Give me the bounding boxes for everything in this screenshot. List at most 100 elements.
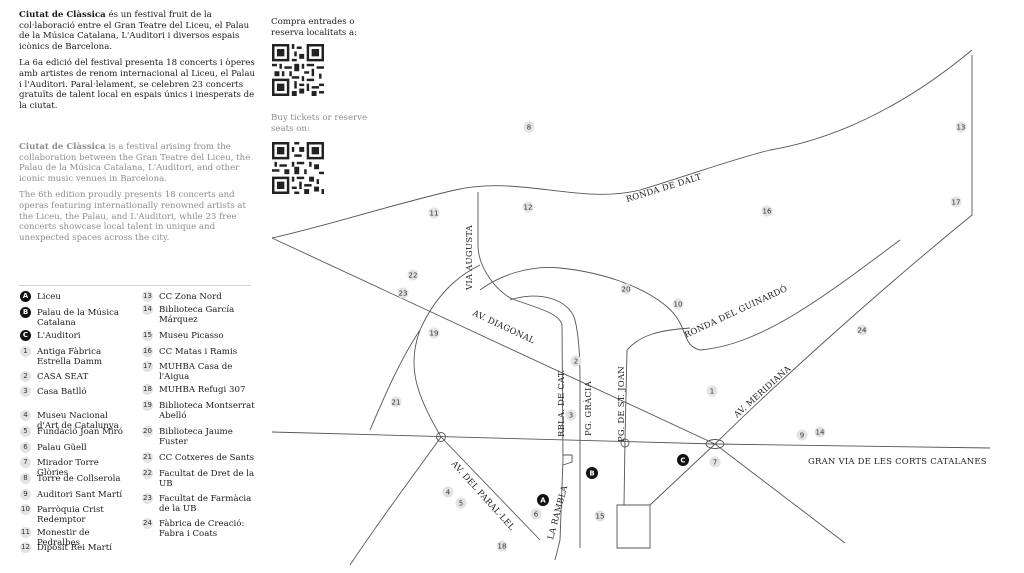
pin-label: 5	[459, 500, 463, 508]
venue-pin[interactable]: 16	[761, 205, 773, 217]
venue-pin[interactable]: 12	[522, 201, 534, 213]
legend-label: Auditori Sant Martí	[37, 490, 123, 500]
venue-pin[interactable]: 5	[455, 497, 467, 509]
pin-circle	[523, 121, 535, 133]
legend-marker: 6	[20, 442, 31, 453]
pin-circle	[586, 467, 598, 479]
festival-title-ca: Ciutat de Clàssica	[19, 10, 106, 20]
pin-label: 12	[524, 204, 533, 212]
pin-circle	[428, 327, 440, 339]
venue-pin[interactable]: 23	[397, 287, 409, 299]
pin-label: 24	[858, 327, 867, 335]
pin-label: C	[680, 457, 685, 465]
road-meridiana	[714, 55, 973, 445]
road-via-augusta	[477, 192, 564, 461]
venue-pin[interactable]: 20	[620, 283, 632, 295]
main-venue-pin[interactable]: A	[537, 494, 549, 506]
legend-label: L'Auditori	[37, 331, 81, 341]
legend-marker: B	[20, 307, 31, 318]
pin-circle	[761, 205, 773, 217]
legend-label: Mirador Torre Glòries	[37, 458, 99, 479]
venue-pin[interactable]: 3	[565, 409, 577, 421]
legend-marker: C	[20, 330, 31, 341]
legend-label: Museu Nacional d'Art de Catalunya	[37, 411, 119, 432]
qr-code-icon[interactable]	[272, 142, 324, 194]
legend-label: Biblioteca García Márquez	[159, 305, 235, 326]
street-label-rbla-cat: RBLA. DE CAT.	[557, 370, 567, 437]
venue-pin[interactable]: 1	[706, 385, 718, 397]
street-labels: RONDA DE DALT VIA AUGUSTA AV. DIAGONAL R…	[448, 172, 986, 540]
venue-pin[interactable]: 10	[672, 298, 684, 310]
road-coast-link	[649, 443, 716, 506]
legend-marker: A	[20, 291, 31, 302]
intro-english: Ciutat de Clàssica is a festival arising…	[19, 142, 259, 249]
venue-pin[interactable]: 21	[390, 396, 402, 408]
pin-circle	[950, 196, 962, 208]
legend-label: Biblioteca Montserrat Abelló	[159, 401, 255, 422]
pin-circle	[672, 298, 684, 310]
festival-title-en: Ciutat de Clàssica	[19, 142, 106, 152]
legend-label: Torre de Collserola	[37, 474, 121, 484]
road-south-west	[349, 436, 442, 566]
road-placa-catalunya	[562, 454, 573, 466]
legend-label: Antiga Fàbrica Estrella Damm	[37, 347, 102, 368]
legend-marker: 14	[142, 304, 153, 315]
venue-pin[interactable]: 19	[428, 327, 440, 339]
street-label-pg-gracia: PG. GRÀCIA	[582, 380, 594, 436]
main-venue-pin[interactable]: C	[677, 454, 689, 466]
pin-circle	[709, 456, 721, 468]
main-venue-pin[interactable]: B	[586, 467, 598, 479]
venue-pin[interactable]: 13	[955, 121, 967, 133]
venue-pin[interactable]: 17	[950, 196, 962, 208]
qr-code-icon[interactable]	[272, 44, 324, 96]
legend-label: Fàbrica de Creació: Fabra i Coats	[159, 519, 245, 540]
pin-circle	[677, 454, 689, 466]
pin-label: 1	[710, 388, 714, 396]
legend-label: Facultat de Farmàcia de la UB	[159, 494, 252, 515]
venue-pin[interactable]: 7	[709, 456, 721, 468]
venue-pin[interactable]: 11	[428, 207, 440, 219]
street-label-meridiana: AV. MERIDIANA	[732, 364, 794, 421]
street-label-via-augusta: VIA AUGUSTA	[465, 224, 475, 291]
pin-circle	[570, 355, 582, 367]
pin-label: 16	[763, 208, 772, 216]
venue-pin[interactable]: 18	[496, 540, 508, 552]
venue-pin[interactable]: 4	[442, 486, 454, 498]
street-label-parallel: AV. DEL PARAL·LEL	[448, 459, 516, 533]
tickets-label-en: Buy tickets or reserve seats on:	[271, 113, 368, 134]
legend-label: CC Cotxeres de Sants	[159, 453, 255, 463]
pin-circle	[390, 396, 402, 408]
legend-marker: 5	[20, 426, 31, 437]
venue-pin[interactable]: 9	[796, 429, 808, 441]
legend-marker: 12	[20, 542, 31, 553]
intro-en-paragraph-1: is a festival arising from the collabora…	[19, 142, 251, 184]
venue-pin[interactable]: 14	[814, 426, 826, 438]
road-ronda-de-dalt	[271, 49, 973, 239]
legend-marker: 21	[142, 452, 153, 463]
legend-marker: 16	[142, 346, 153, 357]
pin-label: 11	[430, 210, 439, 218]
intro-ca-paragraph-1: és un festival fruit de la col·laboració…	[19, 10, 250, 52]
legend-divider	[19, 285, 251, 286]
venue-pin[interactable]: 6	[530, 508, 542, 520]
venue-pin[interactable]: 8	[523, 121, 535, 133]
venue-pin[interactable]: 15	[594, 510, 606, 522]
pin-label: 6	[534, 511, 539, 519]
road-parallel	[440, 436, 541, 541]
legend-item: 21 CC Cotxeres de Sants	[142, 452, 257, 463]
venue-pin[interactable]: 2	[570, 355, 582, 367]
pin-label: 15	[596, 513, 605, 521]
legend-label: Parròquia Crist Redemptor	[37, 505, 104, 526]
venue-pin[interactable]: 24	[856, 324, 868, 336]
venue-pin[interactable]: 22	[407, 269, 419, 281]
